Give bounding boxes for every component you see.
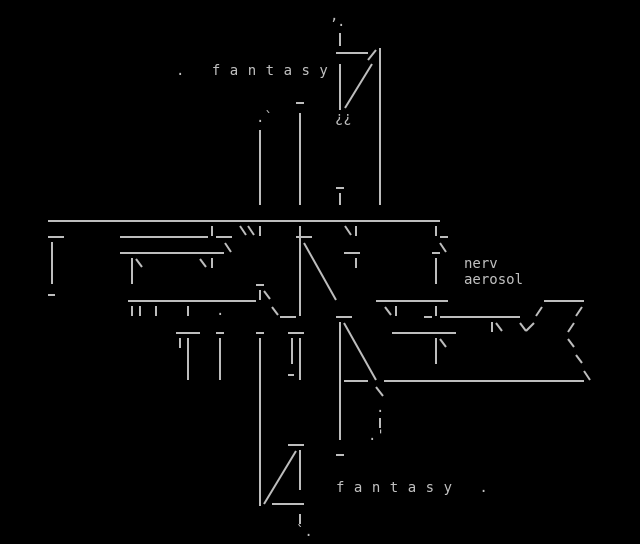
inverted-question-marks: ¿¿ [335,110,352,126]
bottom-tick-mark: `. [296,524,313,540]
word-nerv: nerv [464,256,498,272]
bottom-fantasy-text: fantasy . [336,480,498,496]
small-dot-lower: . [376,400,385,416]
dot-mark: . [337,14,346,30]
top-fantasy-text: . fantasy [176,63,338,79]
tick-mark: .` [256,110,273,126]
comma-mark: , [330,8,339,24]
word-aerosol: aerosol [464,272,524,288]
quote-mark: .' [368,428,385,444]
small-dot: . [216,303,225,319]
